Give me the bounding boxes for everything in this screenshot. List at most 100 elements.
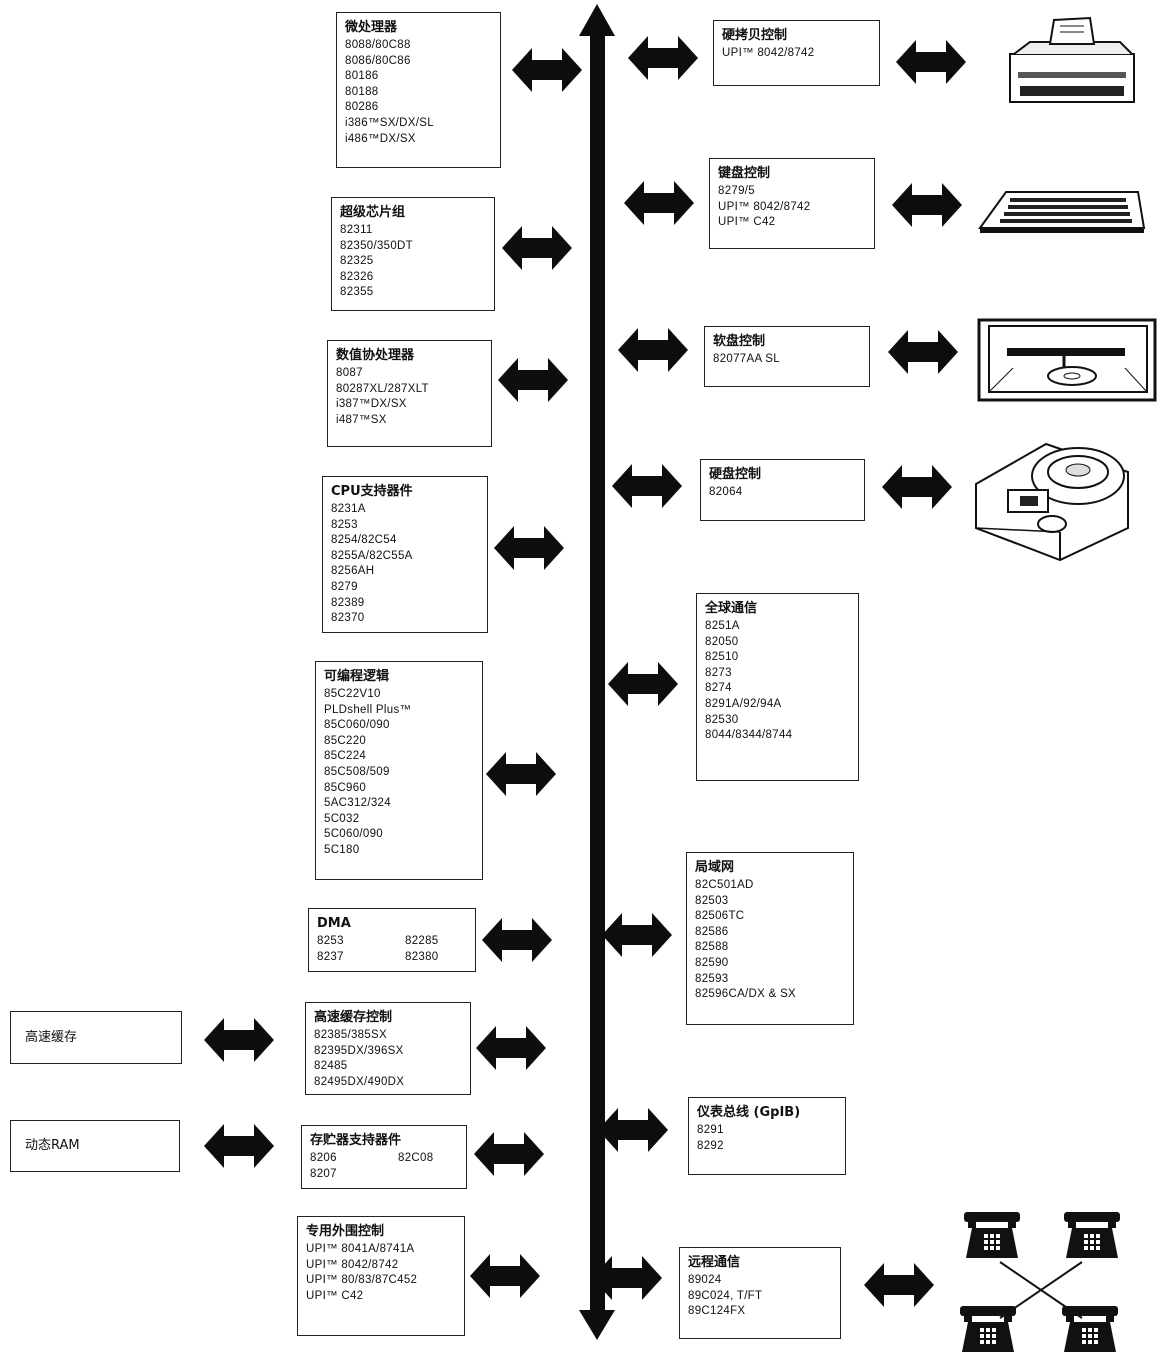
list-item: 80286 xyxy=(345,101,379,114)
double-arrow-icon xyxy=(618,328,688,372)
double-arrow-icon xyxy=(598,1108,668,1152)
list-item: 8279/5 xyxy=(718,185,755,197)
list-item: 82050 xyxy=(705,635,739,648)
memory-support-block: 存贮器支持器件 8206 82C08 8207 xyxy=(301,1125,467,1189)
list-item: UPI™ C42 xyxy=(306,1289,364,1302)
list-item: i486™DX/SX xyxy=(345,132,416,145)
list-item: 82C08 xyxy=(398,1152,434,1164)
cpu-support-block: CPU支持器件 8231A 8253 8254/82C54 8255A/82C5… xyxy=(322,476,488,633)
list-item: 82064 xyxy=(709,486,743,498)
list-item: 8291A/92/94A xyxy=(705,697,782,710)
list-item: 82510 xyxy=(705,651,739,664)
list-item: 82389 xyxy=(331,596,365,609)
list-item: 85C060/090 xyxy=(324,719,390,732)
list-item: 85C960 xyxy=(324,781,367,794)
list-item: 82325 xyxy=(340,255,374,268)
double-arrow-icon xyxy=(628,36,698,80)
printer-icon xyxy=(1009,16,1135,103)
dram-block: 动态RAM xyxy=(10,1120,180,1172)
list-item: 82285 xyxy=(405,935,439,947)
double-arrow-icon xyxy=(498,358,568,402)
block-label: 动态RAM xyxy=(25,1138,80,1154)
list-item: 8256AH xyxy=(331,565,375,578)
list-item: 82311 xyxy=(340,224,373,236)
list-item: UPI™ 8042/8742 xyxy=(722,47,815,59)
block-title: 软盘控制 xyxy=(713,334,766,349)
list-item: 8087 xyxy=(336,367,363,379)
block-title: 局域网 xyxy=(695,860,735,875)
list-item: UPI™ 8042/8742 xyxy=(718,200,811,213)
list-item: 5AC312/324 xyxy=(324,797,391,810)
list-item: 80287XL/287XLT xyxy=(336,382,429,395)
double-arrow-icon xyxy=(892,183,962,227)
double-arrow-icon xyxy=(602,913,672,957)
list-item: 82355 xyxy=(340,286,374,299)
list-item: 8253 xyxy=(317,935,344,947)
block-title: DMA xyxy=(317,916,351,931)
list-item: 85C224 xyxy=(324,750,367,763)
list-item: 82503 xyxy=(695,894,729,907)
double-arrow-icon xyxy=(482,918,552,962)
list-item: i386™SX/DX/SL xyxy=(345,116,434,129)
double-arrow-icon xyxy=(592,1256,662,1300)
telephone-icon xyxy=(960,1306,1016,1352)
list-item: 82506TC xyxy=(695,910,745,923)
list-item: 89C024, T/FT xyxy=(688,1289,763,1302)
double-arrow-icon xyxy=(502,226,572,270)
list-item: 8279 xyxy=(331,580,358,593)
double-arrow-icon xyxy=(512,48,582,92)
list-item: 82C501AD xyxy=(695,879,754,891)
list-item: 8254/82C54 xyxy=(331,534,397,547)
double-arrow-icon xyxy=(474,1132,544,1176)
list-item: 82593 xyxy=(695,972,729,985)
double-arrow-icon xyxy=(882,465,952,509)
list-item: 8207 xyxy=(310,1167,337,1180)
double-arrow-icon xyxy=(624,181,694,225)
double-arrow-icon xyxy=(476,1026,546,1070)
double-arrow-icon xyxy=(494,526,564,570)
telecom-block: 远程通信 89024 89C024, T/FT 89C124FX xyxy=(679,1247,841,1339)
keyboard-icon xyxy=(978,191,1146,233)
microprocessor-block: 微处理器 8088/80C88 8086/80C86 80186 80188 8… xyxy=(336,12,501,168)
peripheral-control-block: 专用外围控制 UPI™ 8041A/8741A UPI™ 8042/8742 U… xyxy=(297,1216,465,1336)
list-item: 8251A xyxy=(705,620,740,632)
list-item: 8274 xyxy=(705,682,732,695)
dma-block: DMA 8253 82285 8237 82380 xyxy=(308,908,476,972)
double-arrow-icon xyxy=(608,662,678,706)
list-item: UPI™ 80/83/87C452 xyxy=(306,1274,418,1287)
list-item: PLDshell Plus™ xyxy=(324,703,412,716)
list-item: 5C060/090 xyxy=(324,828,383,841)
double-arrow-icon xyxy=(864,1263,934,1307)
list-item: 5C180 xyxy=(324,843,360,856)
list-item: 8291 xyxy=(697,1124,724,1136)
list-item: i487™SX xyxy=(336,413,387,426)
block-title: 硬拷贝控制 xyxy=(722,28,788,43)
list-item: 82395DX/396SX xyxy=(314,1044,404,1057)
list-item: 82495DX/490DX xyxy=(314,1075,405,1088)
list-item: 8237 xyxy=(317,950,344,963)
block-title: 数值协处理器 xyxy=(336,348,415,363)
list-item: 80188 xyxy=(345,85,379,98)
list-item: UPI™ 8041A/8741A xyxy=(306,1243,415,1255)
list-item: 8231A xyxy=(331,503,366,515)
floppy-drive-icon xyxy=(977,318,1157,402)
block-label: 高速缓存 xyxy=(25,1029,78,1045)
coprocessor-block: 数值协处理器 8087 80287XL/287XLT i387™DX/SX i4… xyxy=(327,340,492,447)
block-title: 远程通信 xyxy=(688,1255,741,1270)
list-item: i387™DX/SX xyxy=(336,398,407,411)
cache-memory-block: 高速缓存 xyxy=(10,1011,182,1064)
block-title: 硬盘控制 xyxy=(709,467,762,482)
list-item: 82385/385SX xyxy=(314,1029,388,1041)
block-title: 全球通信 xyxy=(705,601,758,616)
list-item: 8206 xyxy=(310,1152,337,1164)
double-arrow-icon xyxy=(204,1124,274,1168)
list-item: 80186 xyxy=(345,70,379,83)
list-item: 8255A/82C55A xyxy=(331,549,413,562)
list-item: UPI™ 8042/8742 xyxy=(306,1258,399,1271)
block-title: 专用外围控制 xyxy=(306,1224,385,1239)
block-title: 高速缓存控制 xyxy=(314,1010,393,1025)
programmable-logic-block: 可编程逻辑 85C22V10 PLDshell Plus™ 85C060/090… xyxy=(315,661,483,880)
telephone-icon xyxy=(1062,1306,1118,1352)
floppy-control-block: 软盘控制 82077AA SL xyxy=(704,326,870,387)
